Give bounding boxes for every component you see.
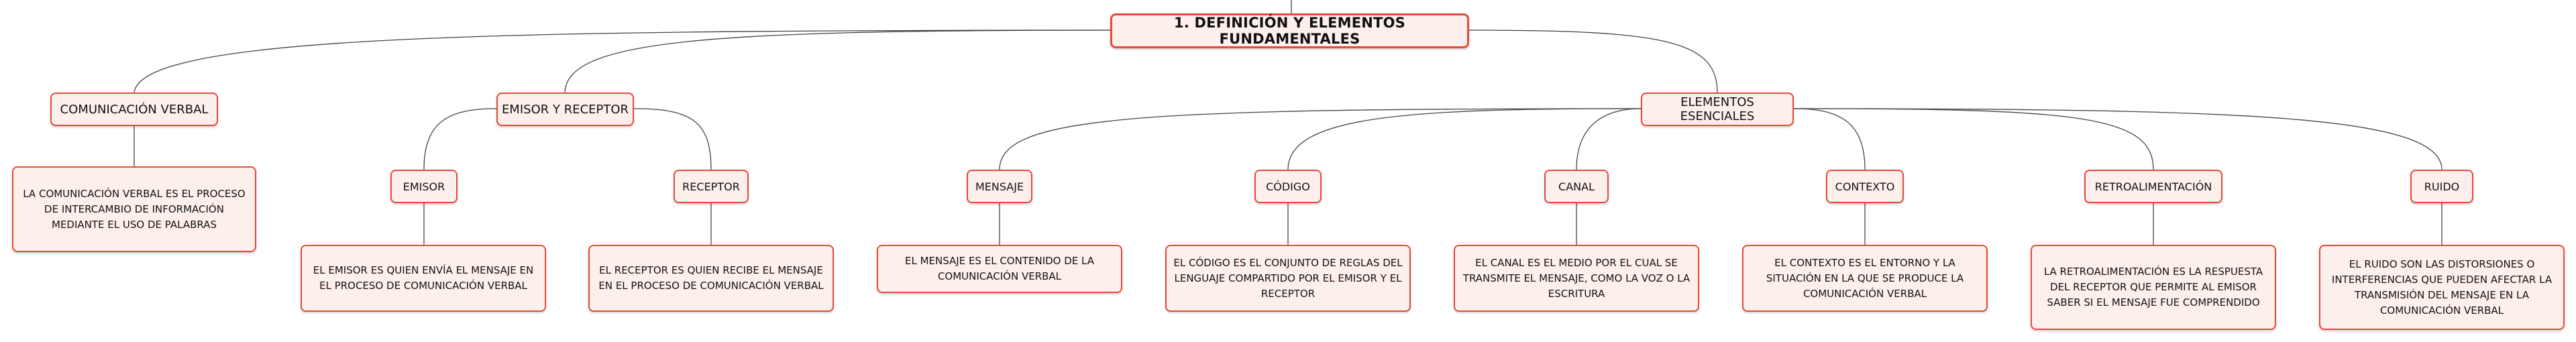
canal-desc: EL CANAL ES EL MEDIO POR EL CUAL SE TRAN…	[1462, 256, 1690, 300]
connector-el-codigo	[1287, 108, 1642, 170]
root-node[interactable]: 1. DEFINICIÓN Y ELEMENTOS FUNDAMENTALES	[1110, 13, 1469, 48]
node-mensaje[interactable]: MENSAJE	[967, 170, 1032, 203]
node-elementos-esenciales[interactable]: ELEMENTOS ESENCIALES	[1641, 93, 1794, 126]
elementos-label: ELEMENTOS ESENCIALES	[1680, 95, 1755, 123]
desc-comunicacion-verbal[interactable]: LA COMUNICACIÓN VERBAL ES EL PROCESO DE …	[12, 166, 256, 252]
node-ruido[interactable]: RUIDO	[2410, 170, 2473, 203]
connector-el-mensaje	[999, 108, 1642, 170]
desc-receptor[interactable]: EL RECEPTOR ES QUIEN RECIBE EL MENSAJE E…	[588, 245, 834, 312]
desc-codigo[interactable]: EL CÓDIGO ES EL CONJUNTO DE REGLAS DEL L…	[1165, 245, 1411, 312]
emisor-label: EMISOR	[402, 180, 445, 193]
receptor-label: RECEPTOR	[682, 180, 740, 193]
connector-el-retro	[1793, 108, 2154, 170]
codigo-desc: EL CÓDIGO ES EL CONJUNTO DE REGLAS DEL L…	[1173, 256, 1403, 300]
comunicacion-label: COMUNICACIÓN VERBAL	[60, 102, 209, 117]
connector-er-emisor	[423, 108, 497, 170]
comunicacion-desc: LA COMUNICACIÓN VERBAL ES EL PROCESO DE …	[23, 187, 246, 231]
desc-emisor[interactable]: EL EMISOR ES QUIEN ENVÍA EL MENSAJE EN E…	[301, 245, 546, 312]
root-label: 1. DEFINICIÓN Y ELEMENTOS FUNDAMENTALES	[1174, 15, 1405, 47]
ruido-label: RUIDO	[2424, 180, 2460, 193]
contexto-label: CONTEXTO	[1835, 180, 1895, 193]
mensaje-desc: EL MENSAJE ES EL CONTENIDO DE LA COMUNIC…	[904, 255, 1094, 282]
node-receptor[interactable]: RECEPTOR	[674, 170, 749, 203]
node-emisor-receptor[interactable]: EMISOR Y RECEPTOR	[496, 93, 634, 126]
desc-ruido[interactable]: EL RUIDO SON LAS DISTORSIONES O INTERFER…	[2319, 245, 2565, 330]
ruido-desc: EL RUIDO SON LAS DISTORSIONES O INTERFER…	[2331, 258, 2553, 317]
codigo-label: CÓDIGO	[1266, 180, 1310, 193]
canal-label: CANAL	[1558, 180, 1595, 193]
desc-canal[interactable]: EL CANAL ES EL MEDIO POR EL CUAL SE TRAN…	[1454, 245, 1699, 312]
connector-el-contexto	[1793, 108, 1866, 170]
contexto-desc: EL CONTEXTO ES EL ENTORNO Y LA SITUACIÓN…	[1766, 256, 1964, 300]
connector-root-comunicacion	[133, 30, 1111, 93]
retro-label: RETROALIMENTACIÓN	[2094, 180, 2212, 193]
connector-root-elementos	[1468, 30, 1718, 93]
node-contexto[interactable]: CONTEXTO	[1826, 170, 1904, 203]
connector-er-receptor	[633, 108, 712, 170]
mensaje-label: MENSAJE	[975, 180, 1024, 193]
connector-el-canal	[1576, 108, 1642, 170]
node-canal[interactable]: CANAL	[1544, 170, 1609, 203]
node-emisor[interactable]: EMISOR	[390, 170, 458, 203]
receptor-desc: EL RECEPTOR ES QUIEN RECIBE EL MENSAJE E…	[598, 264, 824, 292]
node-retroalimentacion[interactable]: RETROALIMENTACIÓN	[2084, 170, 2222, 203]
connector-root-emisor-receptor	[564, 30, 1111, 93]
desc-retroalimentacion[interactable]: LA RETROALIMENTACIÓN ES LA RESPUESTA DEL…	[2031, 245, 2276, 330]
node-codigo[interactable]: CÓDIGO	[1254, 170, 1322, 203]
desc-mensaje[interactable]: EL MENSAJE ES EL CONTENIDO DE LA COMUNIC…	[877, 245, 1122, 293]
retro-desc: LA RETROALIMENTACIÓN ES LA RESPUESTA DEL…	[2043, 266, 2263, 308]
emisor-desc: EL EMISOR ES QUIEN ENVÍA EL MENSAJE EN E…	[313, 264, 534, 292]
desc-contexto[interactable]: EL CONTEXTO ES EL ENTORNO Y LA SITUACIÓN…	[1742, 245, 1988, 312]
emisor-receptor-label: EMISOR Y RECEPTOR	[501, 102, 629, 117]
node-comunicacion-verbal[interactable]: COMUNICACIÓN VERBAL	[50, 93, 218, 126]
connector-el-ruido	[1793, 108, 2443, 170]
